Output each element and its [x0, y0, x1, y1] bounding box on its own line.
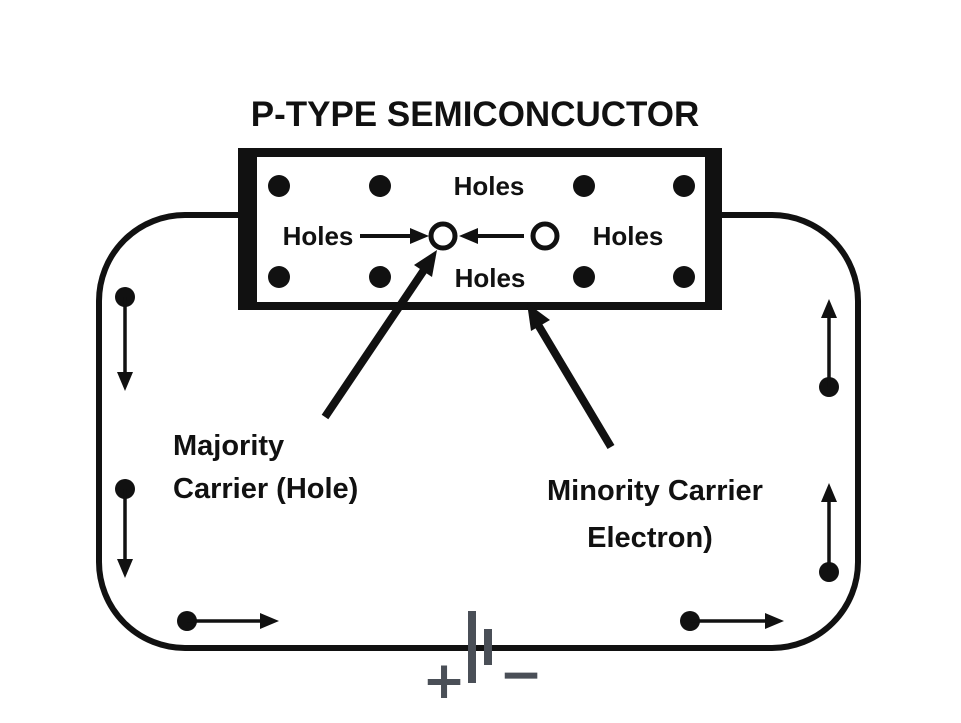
current-arrow-left-upper [115, 287, 135, 391]
semiconductor-box: Holes Holes Holes Holes [238, 148, 722, 310]
arrowhead-icon [527, 303, 550, 331]
vacancy-circle-right [530, 221, 560, 251]
hole-dot [573, 175, 595, 197]
battery-minus-label: − [499, 645, 543, 705]
arrowhead-down-icon [117, 372, 133, 391]
diagram-title: P-TYPE SEMICONCUCTOR [251, 95, 700, 134]
arrowhead-right-icon [260, 613, 279, 629]
holes-label-top: Holes [454, 171, 525, 201]
hole-motion-arrow-left [360, 228, 429, 244]
battery-symbol: + − [422, 611, 543, 711]
hole-motion-arrow-right [459, 228, 524, 244]
hole-dot [573, 266, 595, 288]
battery-positive-plate-icon [468, 611, 476, 683]
majority-carrier-label: Majority Carrier (Hole) [173, 430, 358, 505]
holes-label-right: Holes [593, 221, 664, 251]
current-arrow-bottom-left [177, 611, 279, 631]
majority-carrier-label-line2: Carrier (Hole) [173, 473, 358, 505]
arrowhead-right-icon [765, 613, 784, 629]
current-arrow-right-lower [819, 483, 839, 582]
hole-dot [673, 175, 695, 197]
majority-carrier-label-line1: Majority [173, 430, 284, 462]
arrowhead-up-icon [821, 299, 837, 318]
hole-dot [268, 266, 290, 288]
minority-carrier-label-line2: Electron) [587, 522, 713, 554]
minority-carrier-label: Minority Carrier Electron) [547, 475, 763, 554]
battery-plus-label: + [422, 651, 466, 711]
arrowhead-right-icon [410, 228, 429, 244]
vacancy-circle-left [428, 221, 458, 251]
majority-carrier-arrow [321, 250, 437, 420]
battery-negative-plate-icon [484, 629, 492, 665]
hole-dot [369, 266, 391, 288]
current-arrow-right-upper [819, 299, 839, 397]
arrowhead-up-icon [821, 483, 837, 502]
arrowhead-down-icon [117, 559, 133, 578]
arrowhead-icon [414, 250, 437, 277]
current-arrow-left-lower [115, 479, 135, 578]
holes-label-left: Holes [283, 221, 354, 251]
minority-carrier-label-line1: Minority Carrier [547, 475, 763, 507]
minority-carrier-arrow [527, 303, 615, 450]
current-arrow-bottom-right [680, 611, 784, 631]
hole-dot [369, 175, 391, 197]
semiconductor-box-inner [257, 157, 705, 302]
hole-dot [268, 175, 290, 197]
arrowhead-left-icon [459, 228, 478, 244]
hole-dot [673, 266, 695, 288]
holes-label-bottom: Holes [455, 263, 526, 293]
